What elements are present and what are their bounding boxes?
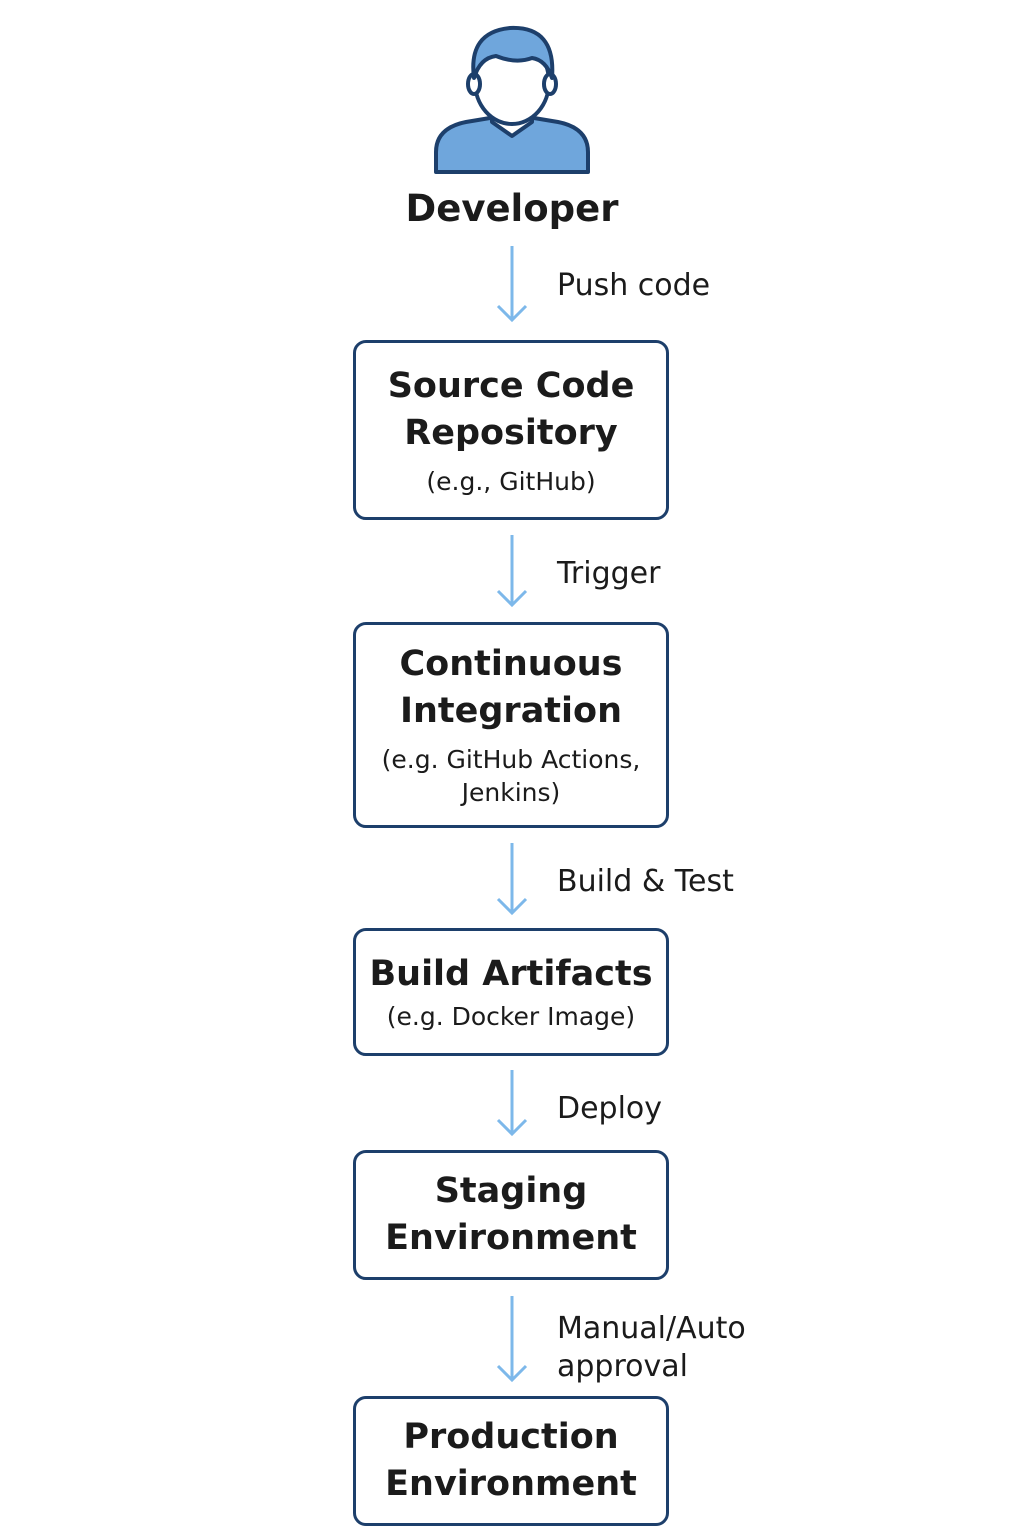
- continuous-integration-box: Continuous Integration (e.g. GitHub Acti…: [353, 622, 669, 828]
- build-artifacts-box: Build Artifacts (e.g. Docker Image): [353, 928, 669, 1056]
- build-and-test-arrow: [496, 843, 528, 916]
- production-environment-box: Production Environment: [353, 1396, 669, 1526]
- stage-title: Production Environment: [385, 1417, 637, 1504]
- trigger-arrow: [496, 535, 528, 608]
- source-code-repository-box: Source Code Repository (e.g., GitHub): [353, 340, 669, 520]
- stage-title: Staging Environment: [385, 1171, 637, 1258]
- trigger-label: Trigger: [557, 556, 661, 591]
- deploy-label: Deploy: [557, 1091, 663, 1126]
- deploy-arrow: [496, 1070, 528, 1137]
- staging-environment-box: Staging Environment: [353, 1150, 669, 1280]
- build-and-test-label: Build & Test: [557, 864, 734, 899]
- stage-note: (e.g., GitHub): [426, 466, 596, 496]
- approval-arrow: [496, 1296, 528, 1383]
- stage-title: Continuous Integration: [399, 644, 623, 731]
- stage-title: Source Code Repository: [387, 365, 635, 453]
- stage-title: Build Artifacts: [369, 954, 653, 994]
- stage-note: (e.g. Docker Image): [386, 1002, 636, 1031]
- push-code-label: Push code: [557, 268, 711, 303]
- developer-label: Developer: [405, 187, 619, 230]
- developer-person-icon: [432, 24, 592, 176]
- approval-label: Manual/Auto approval: [557, 1311, 746, 1384]
- stage-note: (e.g. GitHub Actions, Jenkins): [381, 745, 641, 807]
- push-code-arrow: [496, 246, 528, 323]
